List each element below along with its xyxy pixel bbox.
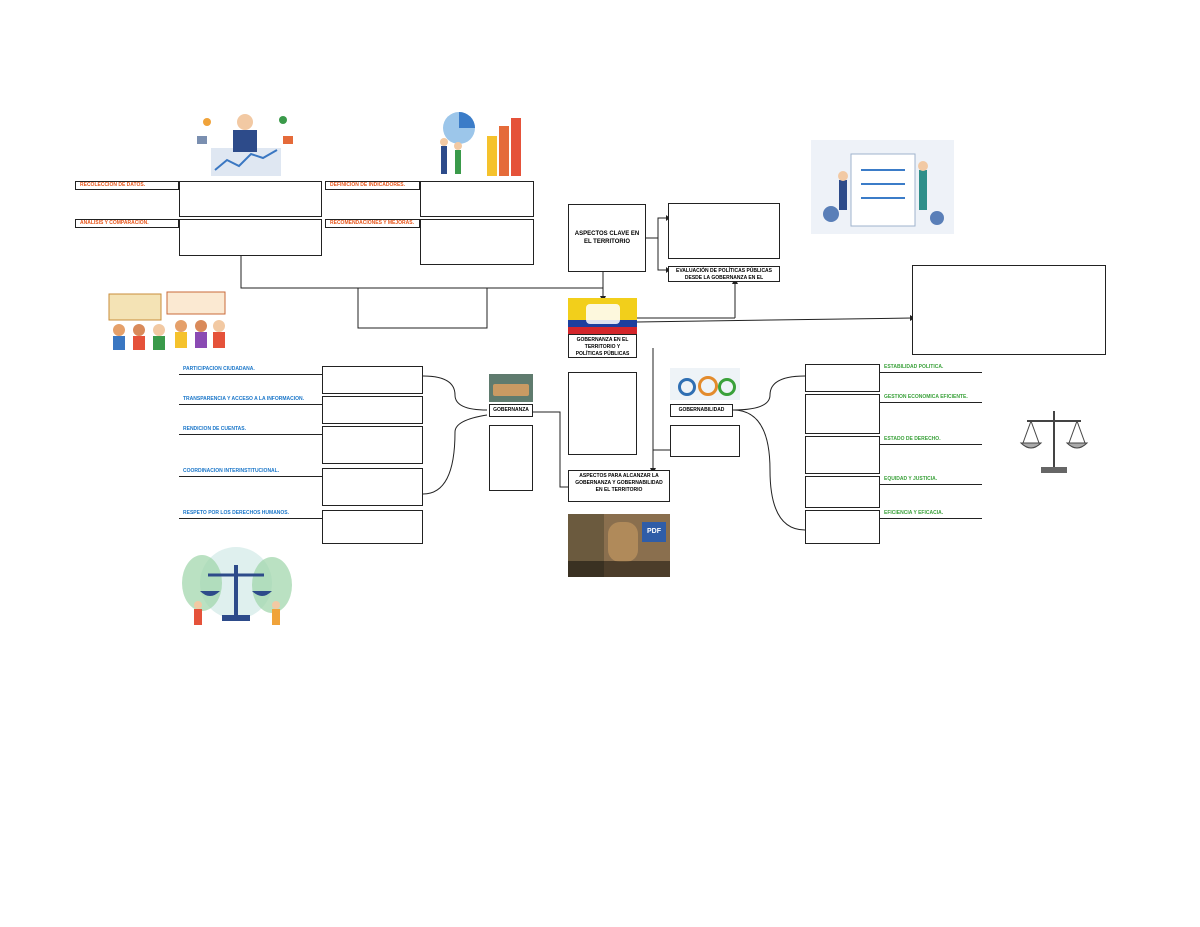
desc-participacion xyxy=(322,366,423,394)
label-estado-derecho: ESTADO DE DERECHO. xyxy=(880,436,982,444)
label-eficiencia: EFICIENCIA Y EFICACIA. xyxy=(880,510,982,518)
desc-equidad xyxy=(805,476,880,508)
right-description-box xyxy=(912,265,1106,355)
aspectos-clave-node: ASPECTOS CLAVE EN EL TERRITORIO xyxy=(568,204,646,272)
gobernanza-image xyxy=(489,374,533,402)
analyst-illustration xyxy=(193,108,296,178)
label-estabilidad: ESTABILIDAD POLÍTICA. xyxy=(880,364,982,372)
desc-rendicion xyxy=(322,426,423,464)
desc-coordinacion xyxy=(322,468,423,506)
chart-illustration xyxy=(433,106,525,178)
desc-recoleccion-datos xyxy=(179,181,322,217)
aspectos-alcanzar-node: ASPECTOS PARA ALCANZAR LA GOBERNANZA Y G… xyxy=(568,470,670,502)
scale-sketch-illustration xyxy=(1017,403,1092,478)
pdf-badge: PDF xyxy=(642,522,666,542)
label-derechos: RESPETO POR LOS DERECHOS HUMANOS. xyxy=(179,510,322,518)
label-transparencia: TRANSPARENCIA Y ACCESO A LA INFORMACIÓN. xyxy=(179,396,322,404)
people-illustration xyxy=(105,290,230,354)
desc-eficiencia xyxy=(805,510,880,544)
gobernabilidad-image xyxy=(670,368,740,400)
label-rendicion: RENDICIÓN DE CUENTAS. xyxy=(179,426,322,434)
gobernanza-description xyxy=(489,425,533,491)
gobernabilidad-description xyxy=(670,425,740,457)
desc-analisis-comparacion xyxy=(179,219,322,256)
desc-gestion xyxy=(805,394,880,434)
justice-scale-illustration xyxy=(172,543,300,633)
label-equidad: EQUIDAD Y JUSTICIA. xyxy=(880,476,982,484)
center-node: GOBERNANZA EN EL TERRITORIO Y POLÍTICAS … xyxy=(568,334,637,358)
label-recomendaciones: RECOMENDACIONES Y MEJORAS. xyxy=(325,219,420,228)
top-node-description xyxy=(668,203,780,259)
checklist-illustration xyxy=(811,140,954,234)
label-analisis-comparacion: ANÁLISIS Y COMPARACIÓN. xyxy=(75,219,179,228)
center-description xyxy=(568,372,637,455)
desc-estado-derecho xyxy=(805,436,880,474)
label-definicion-indicadores: DEFINICIÓN DE INDICADORES. xyxy=(325,181,420,190)
label-participacion: PARTICIPACIÓN CIUDADANA. xyxy=(179,366,322,374)
desc-derechos xyxy=(322,510,423,544)
gobernanza-node: GOBERNANZA xyxy=(489,404,533,417)
label-gestion: GESTIÓN ECONÓMICA EFICIENTE. xyxy=(880,394,982,402)
desc-recomendaciones xyxy=(420,219,534,265)
gobernabilidad-node: GOBERNABILIDAD xyxy=(670,404,733,417)
label-coordinacion: COORDINACIÓN INTERINSTITUCIONAL. xyxy=(179,468,322,476)
desc-transparencia xyxy=(322,396,423,424)
desc-estabilidad xyxy=(805,364,880,392)
label-recoleccion-datos: RECOLECCIÓN DE DATOS. xyxy=(75,181,179,190)
evaluacion-node: EVALUACIÓN DE POLÍTICAS PÚBLICAS DESDE L… xyxy=(668,266,780,282)
video-thumbnail[interactable]: PDF xyxy=(568,514,670,577)
colombia-image xyxy=(568,298,637,334)
desc-definicion-indicadores xyxy=(420,181,534,217)
